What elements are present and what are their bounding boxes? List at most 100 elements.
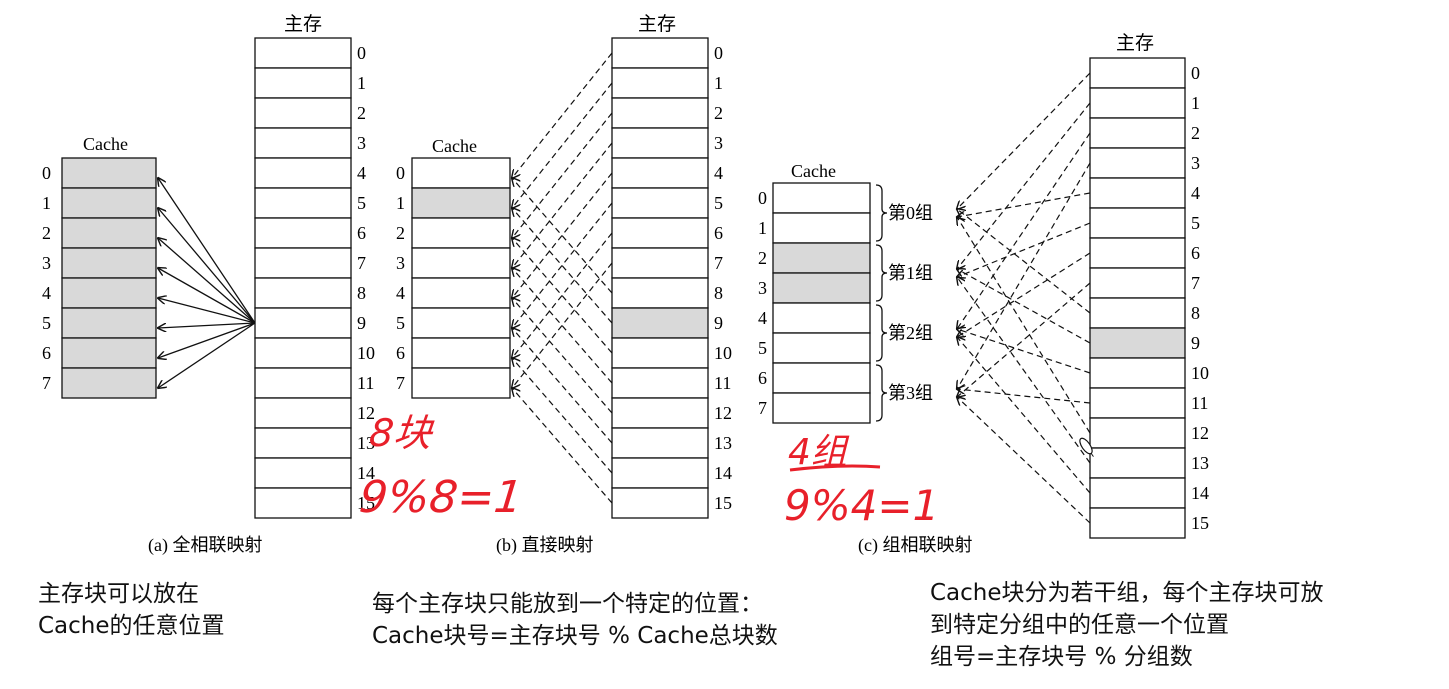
- cache-block-number: 3: [396, 253, 405, 273]
- note-c-line2: 到特定分组中的任意一个位置: [930, 612, 1229, 638]
- memory-block-10: [611, 337, 709, 369]
- mapping-arrow: [512, 178, 613, 294]
- mapping-arrow: [158, 322, 256, 358]
- cache-block-3: [772, 272, 871, 304]
- memory-block-12: [611, 397, 709, 429]
- cache-block-number: 0: [758, 188, 767, 208]
- note-c-line1: Cache块分为若干组，每个主存块可放: [930, 580, 1324, 606]
- memory-block-number: 6: [1191, 243, 1200, 263]
- memory-block-number: 12: [1191, 423, 1209, 443]
- note-a: 主存块可以放在 Cache的任意位置: [38, 578, 225, 642]
- group-brace: [875, 364, 888, 422]
- memory-block-3: [1089, 147, 1186, 179]
- note-a-line2: Cache的任意位置: [38, 613, 225, 639]
- mapping-arrow: [957, 192, 1091, 217]
- memory-block-13: [254, 427, 352, 459]
- memory-block-number: 7: [714, 253, 723, 273]
- cache-block-0: [61, 157, 157, 189]
- group-label: 第0组: [888, 203, 933, 223]
- memory-block-5: [611, 187, 709, 219]
- mapping-arrow: [158, 268, 256, 324]
- mapping-arrow: [957, 252, 1091, 337]
- mapping-arrow: [957, 162, 1091, 389]
- panel-c-caption: (c) 组相联映射: [858, 535, 972, 556]
- mapping-arrow: [512, 52, 613, 178]
- memory-block-2: [254, 97, 352, 129]
- memory-block-number: 15: [714, 493, 732, 513]
- mapping-arrow: [957, 269, 1091, 344]
- memory-block-6: [611, 217, 709, 249]
- panel-b-cache-title: Cache: [432, 136, 477, 156]
- memory-block-5: [1089, 207, 1186, 239]
- memory-block-4: [1089, 177, 1186, 209]
- memory-block-number: 0: [714, 43, 723, 63]
- cache-block-7: [411, 367, 511, 399]
- note-b: 每个主存块只能放到一个特定的位置： Cache块号=主存块号 % Cache总块…: [372, 588, 778, 652]
- cache-block-number: 7: [758, 398, 767, 418]
- memory-block-3: [611, 127, 709, 159]
- panel-c-memory-title: 主存: [1116, 32, 1154, 54]
- cache-block-4: [411, 277, 511, 309]
- mapping-arrow: [957, 389, 1091, 404]
- mapping-arrow: [158, 208, 256, 324]
- memory-block-number: 12: [714, 403, 732, 423]
- memory-block-number: 3: [714, 133, 723, 153]
- cache-block-number: 1: [758, 218, 767, 238]
- memory-block-15: [1089, 507, 1186, 539]
- memory-block-number: 7: [1191, 273, 1200, 293]
- cache-block-number: 6: [396, 343, 405, 363]
- mapping-arrow: [512, 238, 613, 354]
- group-brace: [875, 304, 888, 362]
- group-label: 第2组: [888, 323, 933, 343]
- panel-c-cache-title: Cache: [791, 161, 836, 181]
- memory-block-10: [1089, 357, 1186, 389]
- cache-block-number: 3: [42, 253, 51, 273]
- memory-block-number: 8: [714, 283, 723, 303]
- cache-block-2: [411, 217, 511, 249]
- memory-block-6: [1089, 237, 1186, 269]
- memory-block-number: 9: [357, 313, 366, 333]
- memory-block-13: [1089, 447, 1186, 479]
- memory-block-4: [254, 157, 352, 189]
- memory-block-15: [254, 487, 352, 519]
- note-c-line3: 组号=主存块号 % 分组数: [930, 644, 1193, 670]
- panel-c-mapping-arrows: [957, 72, 1091, 524]
- cache-block-number: 0: [396, 163, 405, 183]
- cache-block-7: [61, 367, 157, 399]
- memory-block-number: 11: [714, 373, 731, 393]
- mapping-arrow: [957, 277, 1091, 464]
- memory-block-4: [611, 157, 709, 189]
- memory-block-number: 11: [1191, 393, 1208, 413]
- memory-block-5: [254, 187, 352, 219]
- panel-b-memory-title: 主存: [638, 13, 676, 35]
- memory-block-number: 13: [1191, 453, 1209, 473]
- mapping-arrow: [512, 82, 613, 208]
- handwritten-annotations: 8块 9%8=1 4组 9%4=1: [357, 411, 939, 530]
- memory-block-number: 13: [357, 433, 375, 453]
- memory-block-9: [611, 307, 709, 339]
- memory-block-number: 5: [714, 193, 723, 213]
- pen-cursor-icon: [1079, 437, 1094, 457]
- cache-block-5: [411, 307, 511, 339]
- memory-block-number: 8: [1191, 303, 1200, 323]
- cache-block-number: 2: [396, 223, 405, 243]
- mapping-arrow: [512, 358, 613, 474]
- cache-block-3: [61, 247, 157, 279]
- mapping-arrow: [512, 142, 613, 268]
- memory-block-number: 1: [714, 73, 723, 93]
- cache-block-5: [772, 332, 871, 364]
- handwriting-b-blocks: 8块: [367, 411, 436, 455]
- memory-block-9: [254, 307, 352, 339]
- memory-block-number: 9: [714, 313, 723, 333]
- cache-block-3: [411, 247, 511, 279]
- memory-block-6: [254, 217, 352, 249]
- memory-block-number: 4: [1191, 183, 1200, 203]
- memory-block-12: [254, 397, 352, 429]
- memory-block-number: 3: [357, 133, 366, 153]
- memory-block-9: [1089, 327, 1186, 359]
- mapping-arrow: [158, 238, 256, 324]
